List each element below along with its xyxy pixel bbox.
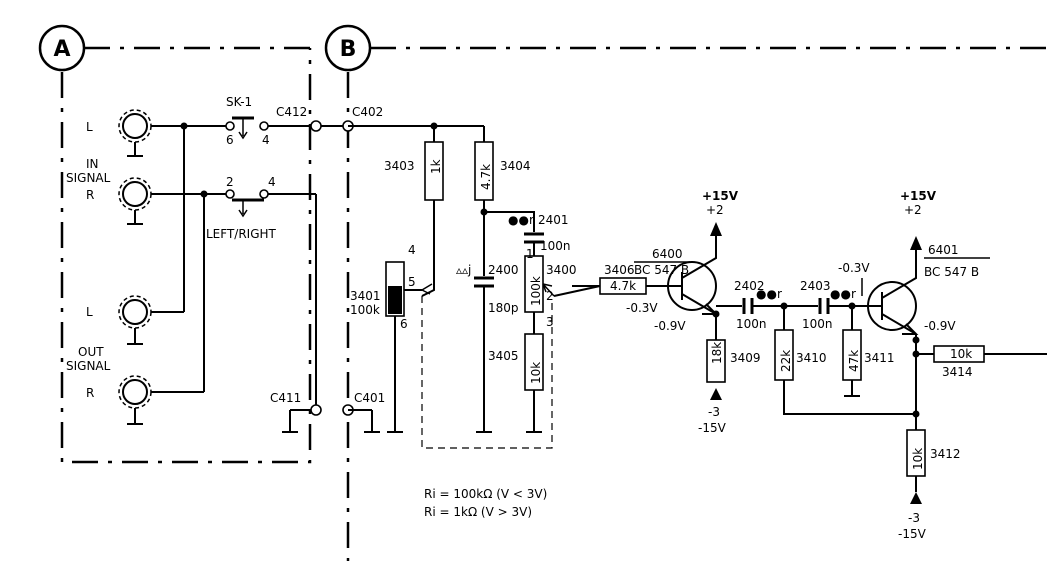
- jack-out-r: [118, 375, 204, 425]
- jacks: [118, 109, 204, 425]
- c2403-mark: ●●r: [830, 287, 856, 301]
- t6401-supply: +15V: [900, 189, 937, 203]
- jack-in-r: [118, 177, 204, 225]
- r3404-value: 4.7k: [479, 164, 493, 190]
- t6401-vb: -0.3V: [838, 261, 870, 275]
- pot3400-pin3: 3: [546, 315, 554, 329]
- connector-c401: C401: [354, 391, 385, 405]
- t6401-type: BC 547 B: [924, 265, 979, 279]
- c2402-mark: ●●r: [756, 287, 782, 301]
- label-out-r: R: [86, 386, 94, 400]
- block-a-frame: [60, 46, 320, 464]
- r3414-value: 10k: [950, 347, 972, 361]
- r3405-ref: 3405: [488, 349, 519, 363]
- t6401-ref: 6401: [928, 243, 959, 257]
- stage1-output-wiring: [706, 298, 918, 415]
- connector-c412-node: [310, 120, 322, 132]
- pot3401-pin4: 4: [408, 243, 416, 257]
- r3409-supply: -3: [708, 405, 720, 419]
- c2402-value: 100n: [736, 317, 767, 331]
- connector-c411: C411: [270, 391, 301, 405]
- r3403-ref: 3403: [384, 159, 415, 173]
- note-ri-low: Ri = 100kΩ (V < 3V): [424, 487, 547, 501]
- r3404-ref: 3404: [500, 159, 531, 173]
- label-in-signal: SIGNAL: [66, 171, 111, 185]
- block-b-letter: B: [340, 37, 357, 62]
- t6400-vb: -0.3V: [626, 301, 658, 315]
- pot3400-value: 100k: [529, 276, 543, 306]
- connector-c412: C412: [276, 105, 307, 119]
- block-a-wiring: [183, 116, 348, 433]
- r3405-value: 10k: [529, 362, 543, 384]
- note-ri-high: Ri = 1kΩ (V > 3V): [424, 505, 532, 519]
- r3409-value: 18k: [710, 342, 724, 364]
- t6400-supply2: +2: [706, 203, 724, 217]
- block-a-letter: A: [53, 37, 70, 62]
- pot3401-pin6: 6: [400, 317, 408, 331]
- pot3400-ref: 3400: [546, 263, 577, 277]
- label-in-l: L: [86, 120, 93, 134]
- r3411-value: 47k: [847, 350, 861, 372]
- r3409-supply2: -15V: [698, 421, 727, 435]
- jack-in-l: [118, 109, 184, 157]
- label-out-l: L: [86, 305, 93, 319]
- switch-pin-6: 6: [226, 133, 234, 147]
- t6401-ve: -0.9V: [924, 319, 956, 333]
- switch-pin-4b: 4: [268, 175, 276, 189]
- output-wiring: [906, 345, 1047, 504]
- switch-caption: LEFT/RIGHT: [206, 227, 277, 241]
- r3409-ref: 3409: [730, 351, 761, 365]
- c2401-value: 100n: [540, 239, 571, 253]
- r3410-ref: 3410: [796, 351, 827, 365]
- c2400-ref: 2400: [488, 263, 519, 277]
- switch-pin-2: 2: [226, 175, 234, 189]
- resistor-3409: [706, 339, 726, 383]
- c2402-ref: 2402: [734, 279, 765, 293]
- label-in: IN: [86, 157, 99, 171]
- label-out-signal: SIGNAL: [66, 359, 111, 373]
- t6400-ve: -0.9V: [654, 319, 686, 333]
- t6400-ref: 6400: [652, 247, 683, 261]
- r3403-value: 1k: [429, 159, 443, 174]
- pot3401-ref: 3401: [350, 289, 381, 303]
- switch-pin-4a: 4: [262, 133, 270, 147]
- pot3401-pin5: 5: [408, 275, 416, 289]
- block-b-wiring: [348, 125, 668, 449]
- c2400-value: 180p: [488, 301, 519, 315]
- pot3401-value: 100k: [350, 303, 380, 317]
- r3411-ref: 3411: [864, 351, 895, 365]
- connector-c411-node: [310, 404, 322, 416]
- pot3400-pin2: 2: [546, 289, 554, 303]
- t6400-type: BC 547 B: [634, 263, 689, 277]
- transistor-6400: [667, 222, 722, 340]
- r3414-ref: 3414: [942, 365, 973, 379]
- r3412-supply2: -15V: [898, 527, 927, 541]
- jack-out-l: [118, 295, 184, 345]
- block-a-label: A: [38, 24, 86, 72]
- block-b-frame: [346, 46, 1047, 561]
- c2403-ref: 2403: [800, 279, 831, 293]
- connector-c402: C402: [352, 105, 383, 119]
- c2403-value: 100n: [802, 317, 833, 331]
- pot3400-pin1: 1: [526, 247, 534, 261]
- t6400-supply: +15V: [702, 189, 739, 203]
- label-out: OUT: [78, 345, 104, 359]
- label-in-r: R: [86, 188, 94, 202]
- r3412-value: 10k: [911, 448, 925, 470]
- r3410-value: 22k: [779, 350, 793, 372]
- r3406-ref: 3406: [604, 263, 635, 277]
- t6401-supply2: +2: [904, 203, 922, 217]
- switch-name: SK-1: [226, 95, 252, 109]
- r3412-ref: 3412: [930, 447, 961, 461]
- block-b-label: B: [324, 24, 372, 72]
- c2401-mark: ●●r: [508, 213, 534, 227]
- c2400-mark: ▵▵j: [456, 263, 471, 277]
- r3412-supply: -3: [908, 511, 920, 525]
- r3406-value: 4.7k: [610, 279, 636, 293]
- c2401-ref: 2401: [538, 213, 569, 227]
